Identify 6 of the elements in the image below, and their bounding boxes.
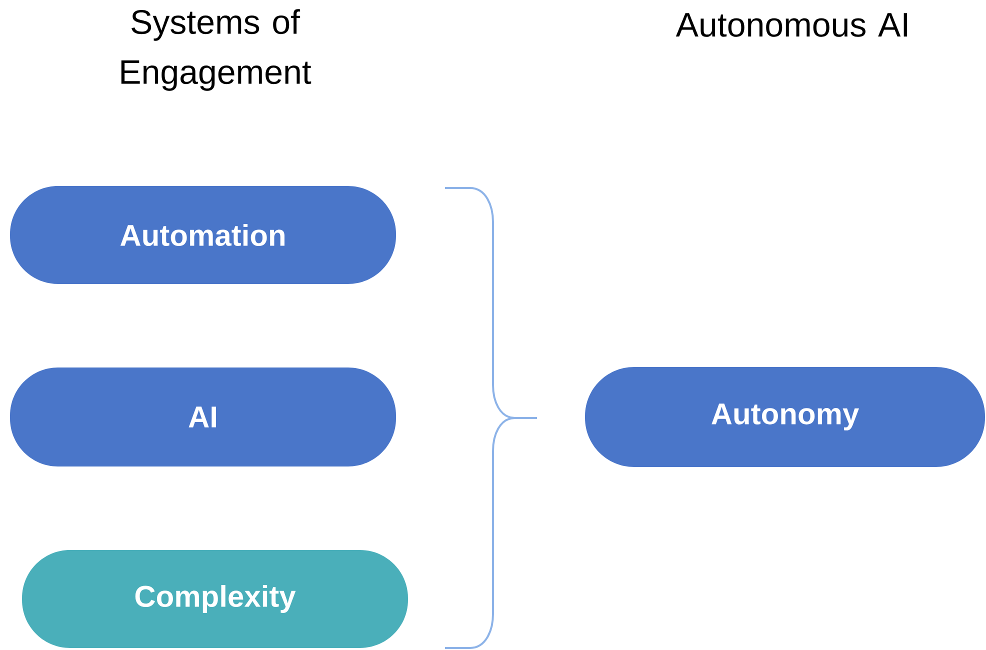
- pill-box: Autonomy: [585, 367, 985, 467]
- pill-box: Complexity: [22, 550, 408, 648]
- pill-box: Automation: [10, 186, 396, 284]
- heading: Systems of Engagement: [121, 9, 312, 91]
- heading: Autonomous AI: [676, 13, 907, 37]
- pill-box: AI: [10, 368, 396, 466]
